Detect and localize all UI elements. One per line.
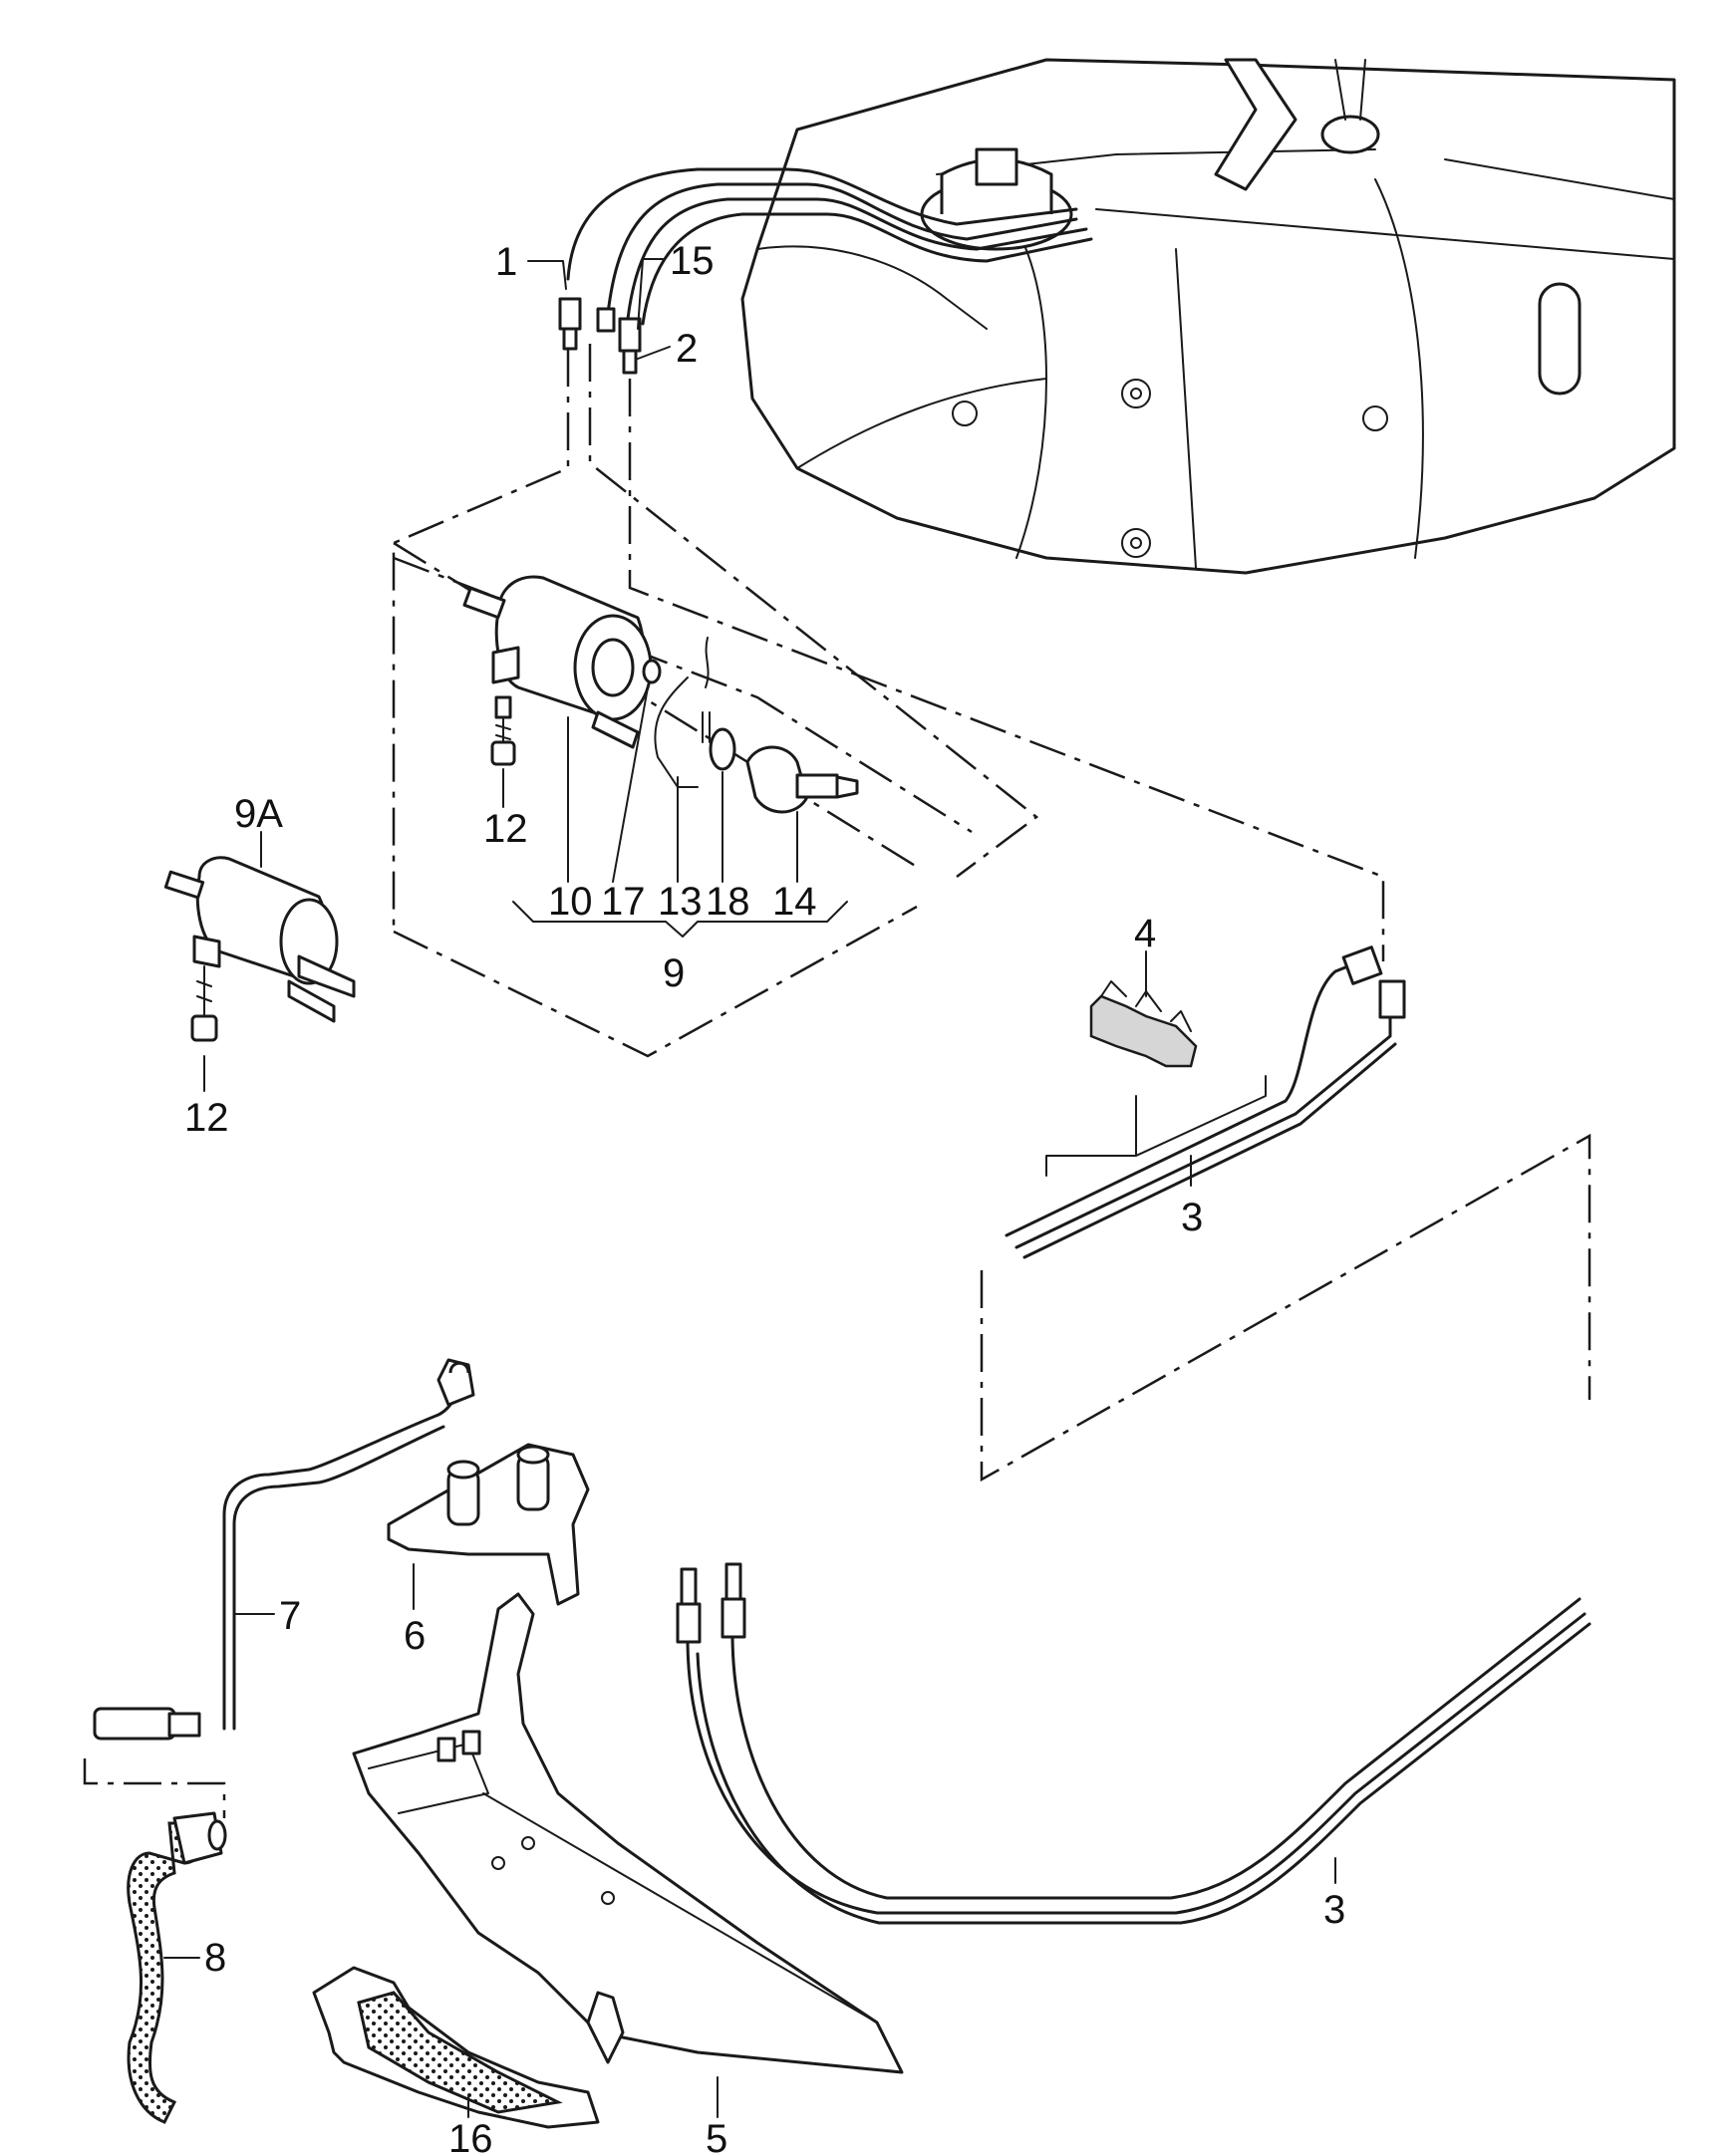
callout-5: 5 bbox=[706, 2117, 727, 2156]
callout-leaders-top bbox=[527, 258, 671, 360]
callout-3-middle: 3 bbox=[1181, 1196, 1203, 1239]
callout-16: 16 bbox=[448, 2117, 493, 2156]
callout-7: 7 bbox=[279, 1594, 301, 1638]
callout-12-lower: 12 bbox=[184, 1096, 229, 1140]
screw-12-lower bbox=[190, 965, 218, 1092]
callout-8: 8 bbox=[204, 1936, 226, 1980]
callout-18: 18 bbox=[706, 880, 750, 924]
fuel-line-3-middle bbox=[1005, 945, 1406, 1259]
callout-9: 9 bbox=[663, 951, 685, 995]
fuel-line-3-lower bbox=[676, 1562, 1591, 1925]
bracket-16 bbox=[312, 1966, 600, 2129]
callout-4: 4 bbox=[1134, 912, 1156, 955]
fuel-hose-8 bbox=[127, 1811, 227, 2124]
callout-13: 13 bbox=[658, 880, 703, 924]
callout-9a: 9A bbox=[234, 792, 283, 836]
callout-17: 17 bbox=[601, 880, 646, 924]
callout-1: 1 bbox=[495, 240, 517, 284]
fuel-filter-assembly bbox=[462, 575, 859, 814]
fuel-filter-9a bbox=[163, 831, 356, 1023]
dashed-connection-box bbox=[980, 1133, 1591, 1482]
callout-12-upper: 12 bbox=[483, 807, 528, 851]
callout-leaders-filter bbox=[512, 686, 848, 938]
fuel-tank bbox=[740, 58, 1676, 575]
callout-15: 15 bbox=[670, 239, 715, 283]
callout-3-lower: 3 bbox=[1323, 1888, 1345, 1932]
callout-10: 10 bbox=[548, 880, 593, 924]
screw-12-upper bbox=[490, 695, 516, 808]
dashed-link-hoses bbox=[83, 1758, 226, 1818]
callout-2: 2 bbox=[676, 327, 698, 371]
callout-labels: 1 15 2 12 9A 10 17 13 18 14 9 4 12 3 6 7… bbox=[184, 239, 1345, 2156]
holder-6 bbox=[387, 1443, 590, 1610]
fuel-hose-7 bbox=[93, 1358, 475, 1741]
upper-fuel-lines bbox=[558, 167, 1093, 375]
callout-14: 14 bbox=[772, 880, 817, 924]
callout-6: 6 bbox=[404, 1614, 426, 1658]
protective-guard-5 bbox=[352, 1592, 904, 2118]
